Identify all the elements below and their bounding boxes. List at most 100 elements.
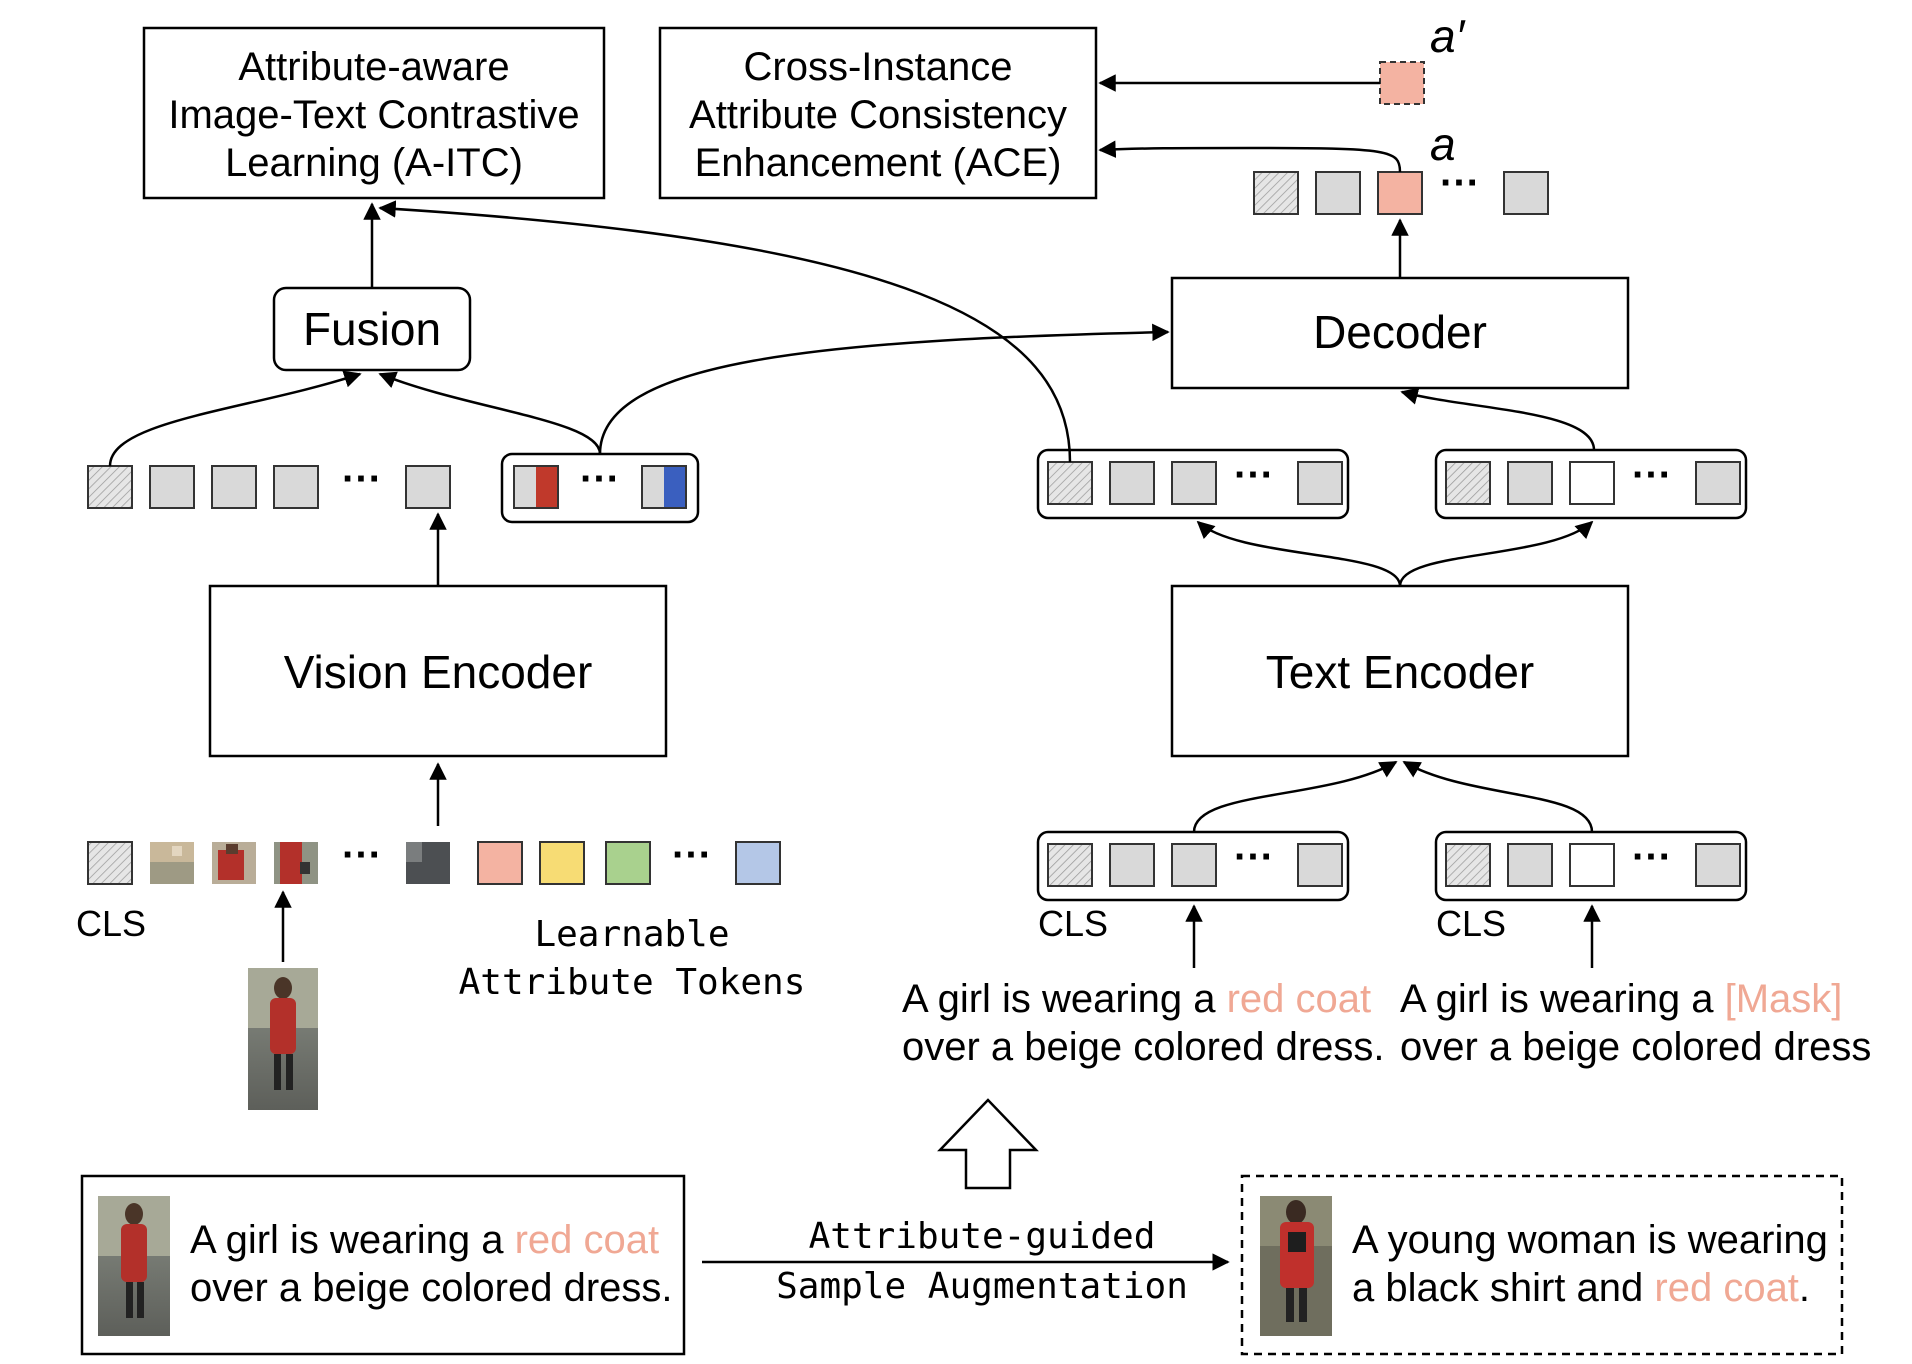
- augmented-sample-box: A young woman is wearing a black shirt a…: [1240, 1174, 1844, 1356]
- masked-token-ellipsis: ···: [1632, 453, 1672, 497]
- text-input-1-to-encoder-arrow: [1192, 760, 1398, 833]
- vision-input-ellipsis: ···: [342, 833, 382, 877]
- caption-2: A girl is wearing a [Mask] over a beige …: [1400, 977, 1871, 1069]
- decoder-output-tokens: ···: [1253, 161, 1549, 215]
- attribute-output-tokens: ···: [500, 452, 700, 524]
- masked-input-ellipsis: ···: [1632, 835, 1672, 879]
- output-token-attribute: [1377, 171, 1423, 215]
- text-encoder-to-tokens-2-arrow: [1398, 520, 1594, 587]
- augmented-caption-line-1: A young woman is wearing: [1352, 1218, 1828, 1262]
- attr-token-yellow: [539, 841, 585, 885]
- original-sample-image: [98, 1196, 170, 1336]
- image-patch: [212, 842, 256, 884]
- vision-token: [211, 465, 257, 509]
- text-input-tokens-1: ···: [1036, 830, 1350, 902]
- hollow-up-arrow: [937, 1098, 1039, 1190]
- vision-token: [273, 465, 319, 509]
- vision-cls-label: CLS: [76, 903, 146, 944]
- text-input-2-to-encoder-arrow: [1402, 760, 1594, 833]
- ace-line-1: Cross-Instance: [744, 45, 1013, 89]
- output-ellipsis: ···: [1440, 161, 1480, 205]
- ace-line-2: Attribute Consistency: [689, 93, 1067, 137]
- fusion-box: Fusion: [272, 286, 472, 372]
- vision-encoder-label: Vision Encoder: [284, 646, 593, 698]
- caption-1-prefix: A girl is wearing a: [902, 977, 1227, 1021]
- attribute-token-red: [536, 467, 557, 507]
- attr-token-pink: [477, 841, 523, 885]
- text-encoder-box: Text Encoder: [1170, 584, 1630, 758]
- caption-1-highlight: red coat: [1227, 977, 1372, 1021]
- augmentation-label-line-2: Sample Augmentation: [776, 1266, 1188, 1307]
- text-output-tokens-1: ···: [1036, 448, 1350, 520]
- a-symbol: a: [1430, 118, 1456, 170]
- augmented-caption-highlight: red coat: [1654, 1266, 1799, 1310]
- ace-box: Cross-Instance Attribute Consistency Enh…: [658, 26, 1098, 200]
- vision-token-last: [405, 465, 451, 509]
- output-token-last: [1503, 171, 1549, 215]
- text-cls-label-2: CLS: [1436, 903, 1506, 944]
- output-token-hatched: [1253, 171, 1299, 215]
- text-input-ellipsis: ···: [1234, 835, 1274, 879]
- text-input-tokens-2: ···: [1434, 830, 1748, 902]
- decoder-label: Decoder: [1313, 306, 1487, 358]
- masked-to-decoder-arrow: [1400, 387, 1596, 451]
- image-patch: [274, 842, 318, 884]
- fusion-label: Fusion: [303, 303, 441, 355]
- vision-token: [149, 465, 195, 509]
- augmentation-label-line-1: Attribute-guided: [809, 1216, 1156, 1257]
- text-output-tokens-2: ···: [1434, 448, 1748, 520]
- attribute-to-fusion-arrow: [378, 371, 602, 455]
- learnable-label-line-1: Learnable: [534, 914, 729, 955]
- original-caption-line-2: over a beige colored dress.: [190, 1266, 673, 1310]
- learnable-label-line-2: Attribute Tokens: [459, 962, 806, 1003]
- caption-2-highlight: [Mask]: [1725, 977, 1843, 1021]
- image-patch: [150, 842, 194, 884]
- vision-input-tokens: ··· ···: [87, 833, 781, 885]
- aitc-line-2: Image-Text Contrastive: [168, 93, 579, 137]
- augmented-caption-prefix: a black shirt and: [1352, 1266, 1654, 1310]
- aitc-box: Attribute-aware Image-Text Contrastive L…: [142, 26, 606, 200]
- text-cls-to-aitc-arrow: [378, 200, 1072, 463]
- image-patch: [406, 842, 450, 884]
- a-prime-token: a′: [1379, 10, 1466, 105]
- original-sample-box: A girl is wearing a red coat over a beig…: [80, 1174, 686, 1356]
- caption-1-line-2: over a beige colored dress.: [902, 1025, 1385, 1069]
- text-encoder-label: Text Encoder: [1266, 646, 1534, 698]
- svg-text:A girl is wearing a [Mask]: A girl is wearing a [Mask]: [1400, 977, 1842, 1021]
- decoder-box: Decoder: [1170, 276, 1630, 390]
- vision-to-fusion-arrow: [108, 370, 362, 467]
- vision-output-tokens: ···: [87, 457, 451, 509]
- text-encoder-to-tokens-1-arrow: [1196, 520, 1402, 587]
- vision-input-cls-token: [87, 841, 133, 885]
- augmented-caption-suffix: .: [1799, 1266, 1810, 1310]
- aitc-line-1: Attribute-aware: [238, 45, 509, 89]
- vision-token-ellipsis: ···: [342, 457, 382, 501]
- output-token: [1315, 171, 1361, 215]
- text-cls-label-1: CLS: [1038, 903, 1108, 944]
- attribute-token-ellipsis: ···: [580, 457, 620, 501]
- a-arrow: [1098, 140, 1402, 173]
- attribute-token-blue: [664, 467, 685, 507]
- vision-cls-token: [87, 465, 133, 509]
- attr-token-ellipsis: ···: [672, 833, 712, 877]
- caption-1: A girl is wearing a red coat over a beig…: [902, 977, 1385, 1069]
- original-caption-prefix: A girl is wearing a: [190, 1218, 515, 1262]
- attribute-to-decoder-arrow: [598, 323, 1170, 455]
- person-image: [248, 968, 318, 1110]
- svg-text:A girl is wearing a red coat: A girl is wearing a red coat: [902, 977, 1371, 1021]
- attr-token-blue: [735, 841, 781, 885]
- caption-2-prefix: A girl is wearing a: [1400, 977, 1725, 1021]
- svg-text:a black shirt and red coat.: a black shirt and red coat.: [1352, 1266, 1810, 1310]
- vision-encoder-box: Vision Encoder: [208, 584, 668, 758]
- augmented-sample-image: [1260, 1196, 1332, 1336]
- text-token-ellipsis: ···: [1234, 453, 1274, 497]
- attr-token-green: [605, 841, 651, 885]
- aitc-line-3: Learning (A-ITC): [225, 141, 523, 185]
- caption-2-line-2: over a beige colored dress: [1400, 1025, 1871, 1069]
- original-caption-highlight: red coat: [515, 1218, 660, 1262]
- ace-line-3: Enhancement (ACE): [695, 141, 1062, 185]
- svg-text:A girl is wearing a red coat: A girl is wearing a red coat: [190, 1218, 659, 1262]
- a-prime-symbol: a′: [1430, 10, 1466, 62]
